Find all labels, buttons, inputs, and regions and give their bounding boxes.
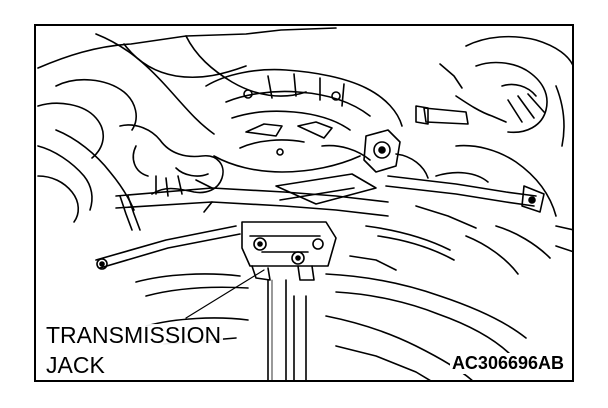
left-linkage-rod — [95, 195, 241, 270]
transmission-case — [205, 68, 403, 173]
jack-column — [267, 279, 307, 380]
figure-code: AC306696AB — [449, 353, 566, 374]
support-member — [115, 173, 389, 217]
right-crossmember — [385, 144, 572, 275]
jack-head-adapter — [241, 221, 337, 281]
transmission-jack-illustration — [37, 27, 572, 380]
vehicle-underbody-upper-left — [37, 27, 337, 159]
diagram-frame: TRANSMISSION JACK AC306696AB — [34, 24, 574, 382]
oil-pan — [135, 205, 527, 380]
right-hand-with-wrench — [415, 35, 572, 147]
callout-label-line-1: TRANSMISSION — [44, 322, 224, 348]
transmission-mount — [363, 129, 429, 179]
callout-leader-line — [185, 269, 265, 319]
callout-label-line-2: JACK — [44, 352, 107, 378]
